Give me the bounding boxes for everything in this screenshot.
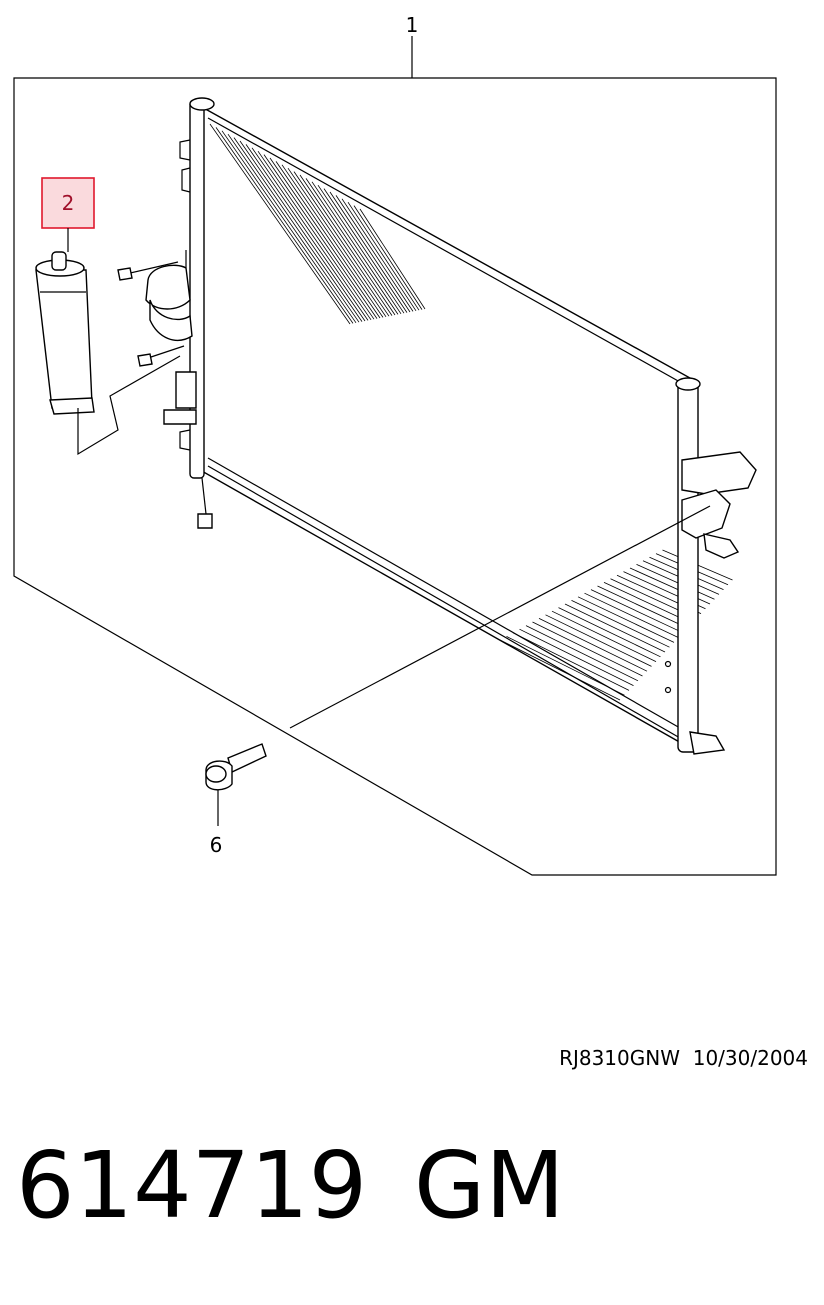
fin-line — [281, 164, 387, 318]
bottom-screw — [197, 477, 213, 529]
fin-line — [564, 603, 666, 653]
callout-2[interactable]: 2 — [62, 191, 75, 215]
callout-2-box — [41, 177, 95, 229]
callout-1[interactable]: 1 — [406, 13, 419, 37]
fin-line — [329, 191, 411, 313]
fin-line — [590, 589, 684, 634]
drawing-code: RJ8310GNW — [559, 1046, 680, 1070]
condenser-core — [199, 104, 733, 750]
fin-line — [335, 195, 414, 312]
fin-line — [545, 614, 652, 667]
fin-line — [506, 636, 625, 696]
fin-line — [263, 154, 378, 319]
fin-line — [597, 585, 688, 629]
fin-line — [577, 596, 675, 643]
fin-line — [323, 188, 408, 313]
drawing-reference: RJ8310GNW 10/30/2004 — [559, 1046, 808, 1070]
fin-line — [538, 618, 648, 672]
receiver-drier — [35, 251, 181, 456]
fin-line — [269, 157, 381, 319]
fin-line — [305, 178, 399, 315]
fin-line — [257, 150, 375, 320]
fin-line — [227, 133, 360, 323]
fin-hatch-upper — [209, 123, 426, 325]
part-number: 614719 — [16, 1132, 368, 1239]
fin-line — [512, 632, 630, 691]
callout-6[interactable]: 6 — [210, 833, 223, 857]
fin-line — [221, 130, 357, 324]
assembly-frame — [13, 77, 777, 876]
fin-line — [347, 201, 420, 311]
fin-line — [359, 208, 426, 310]
fin-line — [233, 137, 363, 322]
fin-line — [209, 123, 351, 325]
drawing-date: 10/30/2004 — [692, 1046, 808, 1070]
bracket-screw-upper — [117, 261, 179, 281]
fin-line — [525, 625, 639, 682]
bracket-screw-lower — [137, 345, 185, 367]
fin-line — [532, 621, 643, 677]
parts-diagram: 1 — [13, 13, 777, 876]
mounting-bolt — [205, 505, 711, 826]
fin-line — [275, 161, 384, 318]
fin-line — [251, 147, 372, 321]
fin-line — [317, 184, 405, 314]
fin-line — [551, 610, 657, 662]
fin-line — [341, 198, 417, 312]
fin-line — [299, 174, 396, 316]
fin-line — [239, 140, 366, 322]
right-header-tank — [664, 377, 757, 755]
fin-line — [558, 607, 661, 658]
drier-bracket — [145, 250, 197, 425]
fin-line — [245, 144, 369, 321]
fin-line — [293, 171, 393, 316]
fin-line — [215, 127, 354, 324]
fin-line — [353, 205, 423, 310]
brand-name: GM — [414, 1132, 565, 1239]
fin-line — [311, 181, 402, 315]
fin-line — [571, 600, 670, 648]
fin-line — [636, 564, 715, 600]
fin-line — [519, 628, 634, 686]
fin-line — [584, 592, 679, 638]
fin-line — [287, 167, 390, 317]
fin-line — [499, 639, 621, 701]
